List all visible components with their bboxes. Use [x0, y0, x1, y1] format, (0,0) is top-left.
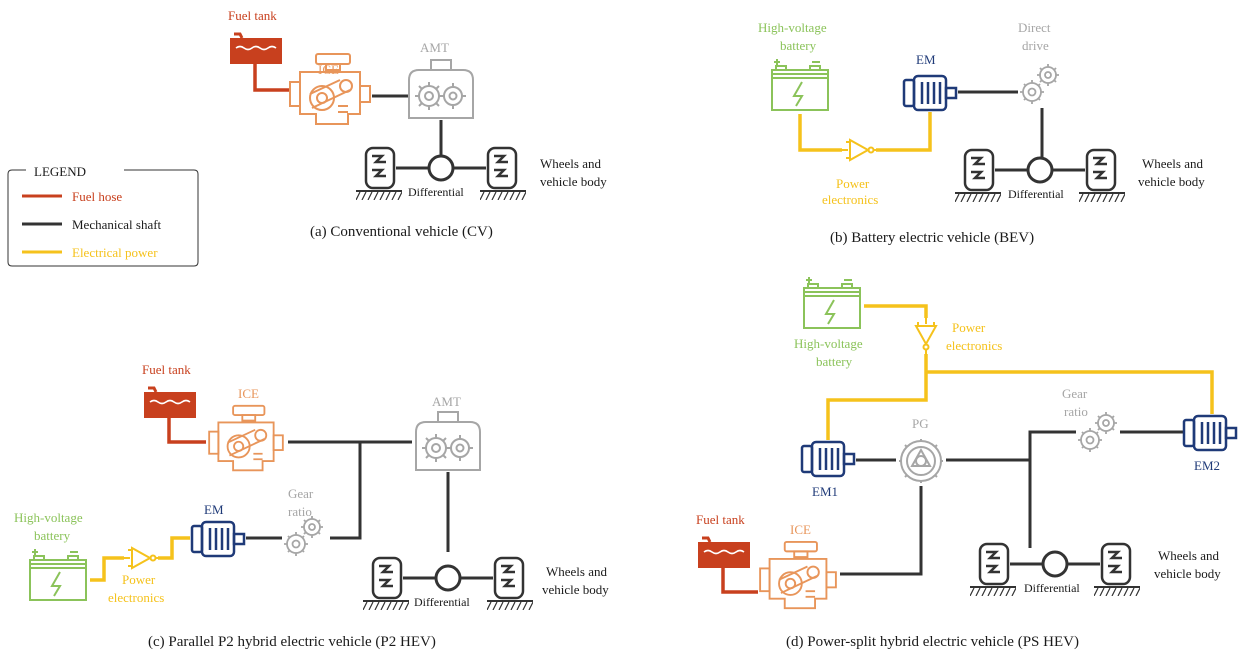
differential-label: Differential — [1024, 581, 1080, 595]
gear-ratio-icon — [283, 515, 324, 557]
power-electronics-icon — [915, 318, 937, 354]
direct-drive-label-line1: Direct — [1018, 20, 1051, 35]
ice-label: ICE — [238, 386, 259, 401]
gear-ratio-label-line2: ratio — [288, 504, 312, 519]
panel-conventional-vehicle: Fuel tank ICE AMT Differential Wheels an… — [228, 8, 607, 240]
wheels-label-line1: Wheels and — [540, 156, 602, 171]
em1-label: EM1 — [812, 484, 838, 499]
caption-a: (a) Conventional vehicle (CV) — [310, 224, 493, 240]
direct-drive-label-line2: drive — [1022, 38, 1049, 53]
power-electronics-label-line2: electronics — [108, 590, 164, 605]
electrical-power-line — [864, 304, 928, 318]
differential-label: Differential — [414, 595, 470, 609]
power-electronics-label-line1: Power — [836, 176, 870, 191]
gear-ratio-label-line1: Gear — [288, 486, 314, 501]
wheels-label-line2: vehicle body — [540, 174, 607, 189]
power-electronics-label-line1: Power — [122, 572, 156, 587]
fuel-hose — [253, 64, 290, 92]
em2-motor-icon — [1182, 414, 1238, 452]
electric-motor-icon — [190, 520, 246, 558]
wheels-label-line2: vehicle body — [1154, 566, 1221, 581]
fuel-tank-label: Fuel tank — [696, 512, 745, 527]
legend-fuel-hose-label: Fuel hose — [72, 189, 122, 204]
ice-label: ICE — [790, 522, 811, 537]
caption-b: (b) Battery electric vehicle (BEV) — [830, 230, 1034, 246]
wheels-label-line1: Wheels and — [1158, 548, 1220, 563]
amt-label: AMT — [432, 394, 461, 409]
gear-ratio-label-line1: Gear — [1062, 386, 1088, 401]
fuel-tank-icon — [144, 386, 196, 418]
planetary-gear-icon — [898, 438, 944, 484]
power-electronics-label-line2: electronics — [822, 192, 878, 207]
legend-title: LEGEND — [34, 164, 86, 179]
ice-engine-icon — [289, 53, 371, 125]
legend: LEGEND Fuel hose Mechanical shaft Electr… — [7, 164, 199, 267]
electrical-power-line — [90, 536, 190, 582]
em2-label: EM2 — [1194, 458, 1220, 473]
fuel-tank-label: Fuel tank — [142, 362, 191, 377]
fuel-tank-icon — [698, 536, 750, 568]
battery-label-line1: High-voltage — [758, 20, 827, 35]
amt-label: AMT — [420, 40, 449, 55]
mechanical-shaft — [946, 430, 1076, 548]
gear-ratio-label-line2: ratio — [1064, 404, 1088, 419]
fuel-hose — [167, 418, 206, 444]
amt-gearbox-icon — [415, 411, 481, 471]
electrical-power-line — [798, 112, 932, 152]
ice-engine-icon — [759, 540, 837, 610]
differential-label: Differential — [1008, 187, 1064, 201]
wheels-label-line1: Wheels and — [1142, 156, 1204, 171]
wheels-label-line1: Wheels and — [546, 564, 608, 579]
mechanical-shaft — [840, 486, 923, 576]
battery-icon — [29, 548, 87, 601]
power-electronics-icon — [842, 139, 878, 161]
legend-electrical-power-label: Electrical power — [72, 245, 158, 260]
battery-label-line2: battery — [780, 38, 817, 53]
mechanical-shaft — [330, 442, 362, 540]
battery-icon — [803, 276, 861, 329]
caption-d: (d) Power-split hybrid electric vehicle … — [786, 634, 1079, 650]
amt-gearbox-icon — [408, 59, 474, 119]
differential-label: Differential — [408, 185, 464, 199]
legend-mechanical-shaft-label: Mechanical shaft — [72, 217, 162, 232]
panel-parallel-p2-hybrid: Fuel tank ICE AMT Differential Wheels an… — [14, 362, 609, 650]
em-label: EM — [204, 502, 224, 517]
electrical-power-line — [826, 354, 1214, 440]
wheels-label-line2: vehicle body — [542, 582, 609, 597]
em1-motor-icon — [800, 440, 856, 478]
caption-c: (c) Parallel P2 hybrid electric vehicle … — [148, 634, 436, 650]
direct-drive-gear-icon — [1019, 63, 1060, 105]
wheels-label-line2: vehicle body — [1138, 174, 1205, 189]
power-electronics-icon — [124, 547, 160, 569]
battery-label-line2: battery — [34, 528, 71, 543]
panel-battery-electric-vehicle: High-voltage battery Power electronics E… — [758, 20, 1205, 246]
panel-power-split-hybrid: High-voltage battery Power electronics G… — [696, 276, 1238, 650]
power-electronics-label-line1: Power — [952, 320, 986, 335]
power-electronics-label-line2: electronics — [946, 338, 1002, 353]
fuel-hose — [721, 568, 758, 594]
battery-label-line1: High-voltage — [794, 336, 863, 351]
electric-motor-icon — [902, 74, 958, 112]
em-label: EM — [916, 52, 936, 67]
fuel-tank-icon — [230, 32, 282, 64]
pg-label: PG — [912, 416, 929, 431]
battery-label-line1: High-voltage — [14, 510, 83, 525]
fuel-tank-label: Fuel tank — [228, 8, 277, 23]
ice-engine-icon — [208, 404, 284, 472]
battery-icon — [771, 58, 829, 111]
battery-label-line2: battery — [816, 354, 853, 369]
